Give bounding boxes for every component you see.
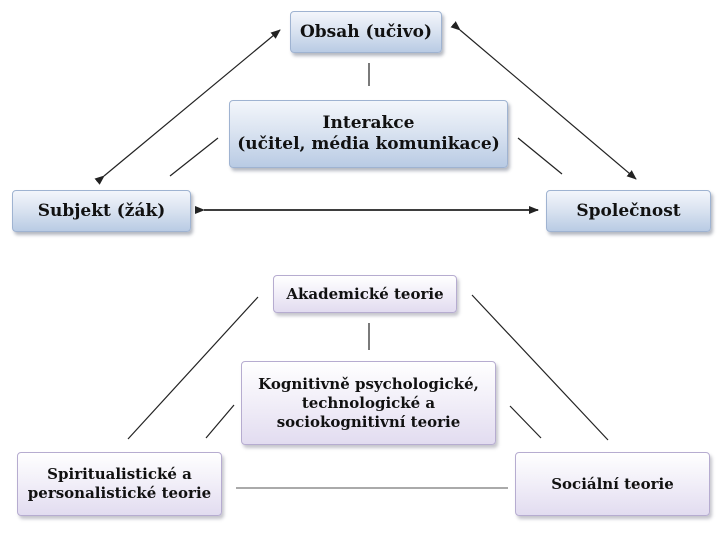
box-interakce: Interakce (učitel, média komunikace) bbox=[229, 100, 508, 168]
box-akademicke-label: Akademické teorie bbox=[286, 284, 444, 303]
box-interakce-line1: Interakce bbox=[322, 113, 415, 133]
box-kognitivne-line1: Kognitivně psychologické, bbox=[258, 374, 479, 393]
box-subjekt: Subjekt (žák) bbox=[12, 190, 191, 232]
box-kognitivne-line3: sociokognitivní teorie bbox=[276, 412, 461, 431]
line-bottom-left-outer bbox=[127, 296, 259, 440]
box-socialni-label: Sociální teorie bbox=[551, 474, 674, 493]
box-subjekt-label: Subjekt (žák) bbox=[37, 200, 166, 221]
box-akademicke-teorie: Akademické teorie bbox=[273, 275, 457, 313]
box-spolecnost: Společnost bbox=[546, 190, 711, 232]
line-center-right bbox=[517, 137, 563, 175]
arrow-top-right bbox=[450, 21, 637, 180]
box-spiritualisticke-teorie: Spiritualistické a personalistické teori… bbox=[17, 452, 222, 516]
line-bottom-inner-left bbox=[205, 404, 235, 439]
box-kognitivne-teorie: Kognitivně psychologické, technologické … bbox=[241, 361, 496, 445]
box-spiritualisticke-line2: personalistické teorie bbox=[27, 484, 212, 502]
arrow-top-left bbox=[94, 29, 281, 185]
box-spolecnost-label: Společnost bbox=[576, 200, 681, 221]
line-center-left bbox=[169, 137, 219, 177]
line-bottom-right-outer bbox=[471, 294, 609, 441]
box-interakce-line2: (učitel, média komunikace) bbox=[237, 134, 500, 154]
line-bottom-inner-right bbox=[509, 405, 542, 439]
box-spiritualisticke-line1: Spiritualistické a bbox=[47, 465, 192, 483]
box-obsah-label: Obsah (učivo) bbox=[299, 21, 433, 42]
box-obsah: Obsah (učivo) bbox=[290, 11, 442, 53]
box-kognitivne-line2: technologické a bbox=[301, 393, 436, 412]
box-socialni-teorie: Sociální teorie bbox=[515, 452, 710, 516]
